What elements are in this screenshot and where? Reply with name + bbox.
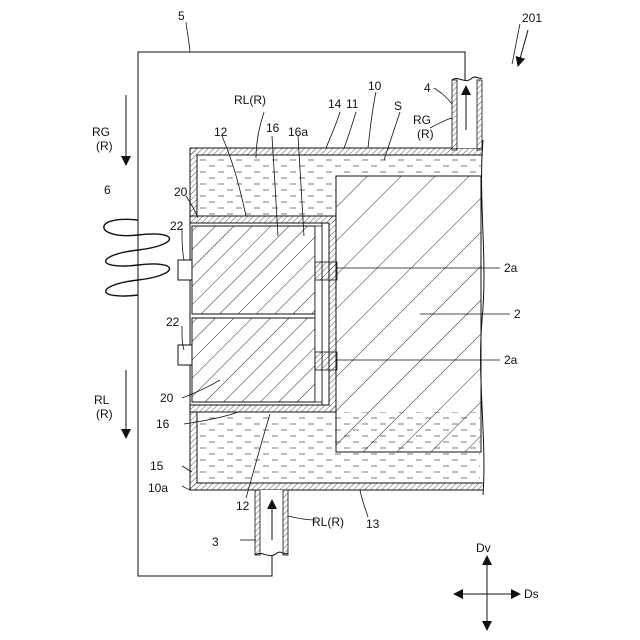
label-12-top: 12 (214, 125, 228, 139)
label-13: 13 (366, 517, 380, 531)
label-2: 2 (514, 307, 521, 321)
outlet-pipe-4 (452, 77, 482, 150)
label-4: 4 (424, 81, 431, 95)
label-rg-left-1: RG (92, 125, 110, 139)
label-10: 10 (368, 79, 382, 93)
label-201: 201 (522, 11, 542, 25)
label-rl-left-1: RL (94, 393, 110, 407)
ref-201-arrow (518, 30, 528, 66)
label-rg-left-2: (R) (96, 139, 113, 153)
label-5: 5 (178, 9, 185, 23)
label-22-top: 22 (170, 219, 184, 233)
label-6: 6 (104, 183, 111, 197)
label-16-top: 16 (266, 121, 280, 135)
spacer (315, 226, 322, 402)
label-14: 14 (328, 97, 342, 111)
label-16a: 16a (288, 125, 308, 139)
heat-block-20-bottom (192, 318, 315, 402)
label-2a-bottom: 2a (504, 353, 518, 367)
label-16-bottom: 16 (156, 417, 170, 431)
label-15: 15 (150, 459, 164, 473)
terminal-22-top (178, 260, 192, 280)
terminal-22-bottom (178, 345, 192, 365)
heat-block-20-top (192, 226, 315, 314)
label-s: S (394, 99, 402, 113)
label-22-bottom: 22 (166, 315, 180, 329)
label-rg-right-2: (R) (417, 127, 434, 141)
label-rl-r-top: RL(R) (234, 93, 266, 107)
liquid-top (198, 156, 336, 216)
direction-indicator (454, 556, 520, 630)
contact-2a-top (315, 262, 337, 280)
coil-6 (104, 219, 170, 296)
label-rl-left-2: (R) (96, 407, 113, 421)
label-rg-right-1: RG (413, 113, 431, 127)
label-3: 3 (212, 535, 219, 549)
label-10a: 10a (148, 481, 168, 495)
label-rl-r-bottom: RL(R) (312, 515, 344, 529)
contact-2a-bottom (315, 352, 337, 370)
liquid-top-right (336, 156, 481, 176)
inlet-pipe-3 (255, 490, 288, 556)
label-2a-top: 2a (504, 261, 518, 275)
label-20-bottom: 20 (160, 391, 174, 405)
label-ds: Ds (524, 587, 539, 601)
label-dv: Dv (476, 541, 491, 555)
label-12-bottom: 12 (236, 499, 250, 513)
label-11: 11 (346, 97, 359, 111)
label-20-top: 20 (174, 185, 188, 199)
